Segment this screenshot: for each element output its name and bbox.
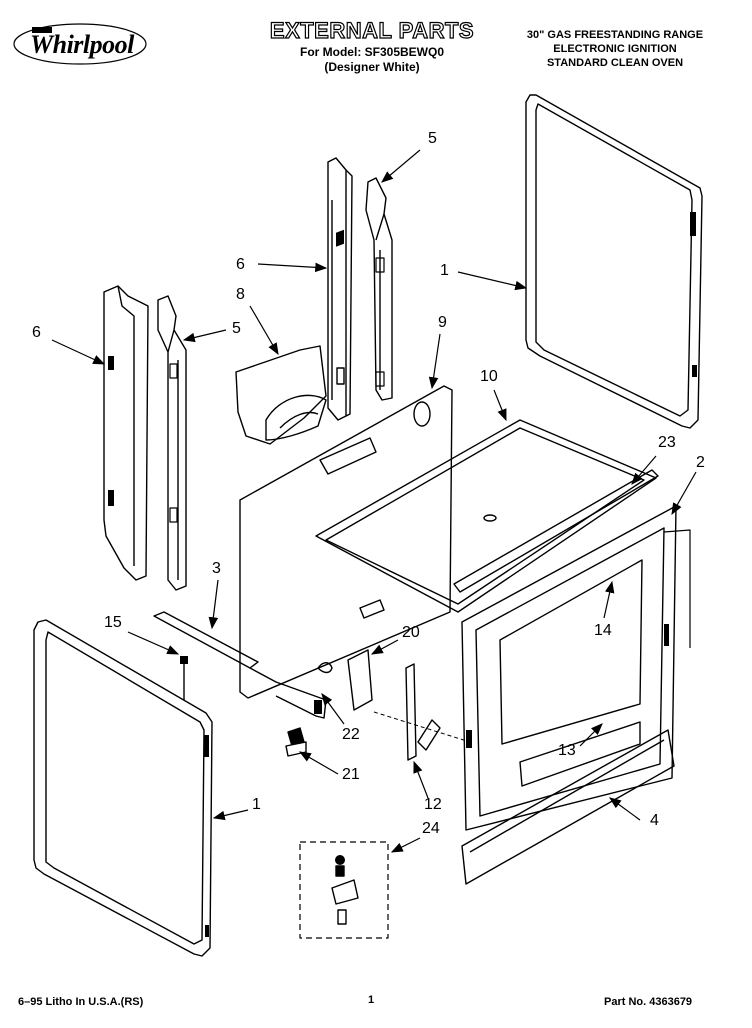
clip <box>317 662 333 674</box>
front-post-right <box>365 177 393 401</box>
right-heading-1: 30" GAS FREESTANDING RANGE <box>526 29 704 41</box>
callout-6-left: 6 <box>32 324 41 341</box>
model-line: For Model: SF305BEWQ0 <box>299 45 445 59</box>
callout-1-bottom: 1 <box>252 796 261 813</box>
callout-21: 21 <box>342 766 360 783</box>
screw <box>180 656 188 700</box>
page-number: 1 <box>368 994 375 1006</box>
front-post-left <box>157 295 187 591</box>
leader-lines <box>51 149 697 853</box>
vent-duct <box>235 345 327 445</box>
brand-logo-text: Whirlpool <box>30 30 134 59</box>
litho-note: 6–95 Litho In U.S.A.(RS) <box>18 996 144 1008</box>
callout-14: 14 <box>594 622 612 639</box>
front-frame <box>461 505 677 831</box>
whirlpool-logo <box>13 23 147 65</box>
color-line: (Designer White) <box>324 60 420 74</box>
gasket <box>663 529 691 648</box>
door-hinge-rod <box>373 663 471 761</box>
cooktop-panel <box>315 419 657 613</box>
callout-12: 12 <box>424 796 442 813</box>
callout-8: 8 <box>236 286 245 303</box>
callout-1-top: 1 <box>440 262 449 279</box>
side-panel-right <box>525 94 703 429</box>
side-panel-left <box>33 619 213 957</box>
callout-5-left: 5 <box>232 320 241 337</box>
trim-strip <box>453 469 659 593</box>
right-heading-2: ELECTRONIC IGNITION <box>553 43 677 55</box>
callout-23: 23 <box>658 434 676 451</box>
callout-3: 3 <box>212 560 221 577</box>
callout-10: 10 <box>480 368 498 385</box>
callout-20: 20 <box>402 624 420 641</box>
callout-4: 4 <box>650 812 659 829</box>
part-number: Part No. 4363679 <box>604 996 693 1008</box>
igniter-bracket <box>347 649 373 711</box>
callout-2: 2 <box>696 454 705 471</box>
back-panel <box>239 385 453 699</box>
right-heading-3: STANDARD CLEAN OVEN <box>546 57 684 69</box>
callout-24: 24 <box>422 820 440 837</box>
page-title: EXTERNAL PARTS <box>269 17 475 43</box>
callout-13: 13 <box>558 742 576 759</box>
leveling-leg <box>285 727 307 757</box>
callout-9: 9 <box>438 314 447 331</box>
callout-15: 15 <box>104 614 122 631</box>
callout-22: 22 <box>342 726 360 743</box>
rear-post-right <box>327 157 353 421</box>
hardware-kit <box>299 841 389 939</box>
callout-6-top: 6 <box>236 256 245 273</box>
callout-5-top: 5 <box>428 130 437 147</box>
lower-bracket <box>153 611 327 719</box>
kick-plate <box>461 729 675 885</box>
rear-post-left <box>103 285 149 581</box>
